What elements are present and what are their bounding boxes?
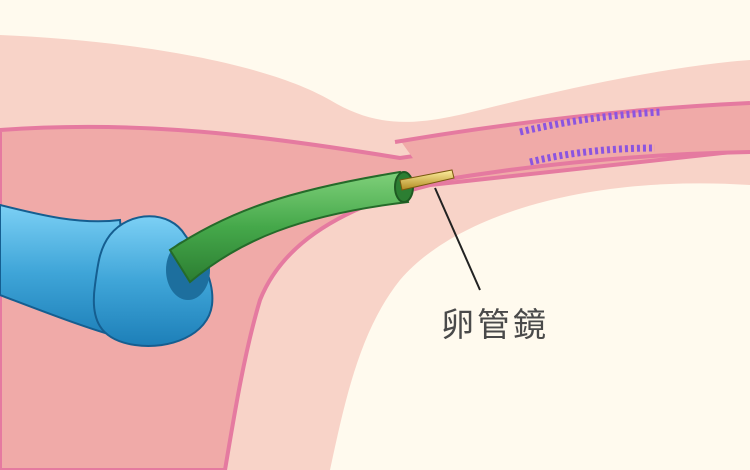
falloposcope-label: 卵管鏡 <box>441 305 549 344</box>
cilia-upper <box>519 108 663 136</box>
fallopian-tube <box>400 103 750 182</box>
outer-space <box>330 183 750 470</box>
cilia-lower <box>529 144 656 166</box>
leader-line <box>434 187 481 291</box>
scope-tube <box>168 170 410 284</box>
scope-tip <box>399 169 455 191</box>
